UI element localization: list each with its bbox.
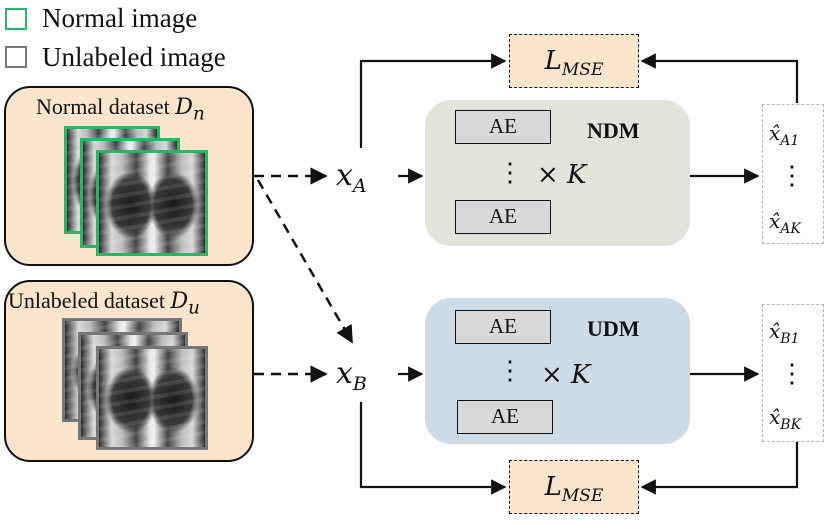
output-xb1: x̂B1: [769, 319, 800, 347]
outputs-a-box: x̂A1 ⋮ x̂AK: [762, 104, 824, 244]
legend-normal-label: Normal image: [42, 3, 198, 33]
ndm-ae-top: AE: [455, 110, 551, 144]
path-outputs-a-to-loss-top: [640, 53, 799, 103]
udm-vertical-dots: ⋮: [497, 356, 523, 385]
ndm-times-k: × K: [537, 160, 587, 190]
input-xa: xA: [336, 158, 367, 197]
path-outputs-b-to-loss-bottom: [640, 442, 799, 495]
path-xb-to-loss-bottom: [359, 402, 507, 495]
input-xb: xB: [336, 356, 367, 395]
path-xa-to-loss-top: [359, 53, 507, 148]
udm-ae-bottom: AE: [457, 400, 553, 434]
outputs-b-box: x̂B1 ⋮ x̂BK: [762, 304, 824, 442]
udm-ae-top: AE: [455, 310, 551, 344]
legend-unlabeled-swatch: [5, 46, 27, 68]
ndm-module: AE NDM ⋮ × K AE: [425, 100, 690, 246]
output-xak: x̂AK: [769, 209, 801, 237]
legend-unlabeled-label: Unlabeled image: [42, 42, 226, 72]
outputs-b-dots: ⋮: [779, 359, 805, 388]
output-xa1: x̂A1: [769, 121, 800, 149]
normal-dataset-panel: Normal dataset Dn: [4, 86, 254, 266]
udm-label: UDM: [587, 316, 640, 341]
normal-dataset-title: Normal dataset Dn: [36, 94, 205, 125]
output-xbk: x̂BK: [769, 405, 802, 433]
udm-module: AE UDM ⋮ × K AE: [425, 298, 690, 444]
loss-mse-bottom: LMSE: [509, 460, 639, 514]
ndm-vertical-dots: ⋮: [497, 158, 523, 187]
outputs-a-dots: ⋮: [779, 161, 805, 190]
ndm-label: NDM: [587, 118, 640, 143]
legend-normal-swatch: [5, 8, 27, 30]
unlabeled-dataset-panel: Unlabeled dataset Du: [4, 280, 254, 462]
unlabeled-xray-front: [96, 346, 208, 450]
dashed-arrow-normal-to-xb: [256, 179, 354, 344]
ndm-ae-bottom: AE: [455, 200, 551, 234]
unlabeled-dataset-title: Unlabeled dataset Du: [8, 288, 200, 319]
udm-times-k: × K: [541, 360, 591, 390]
normal-xray-front: [96, 150, 208, 256]
loss-mse-top: LMSE: [509, 34, 639, 88]
